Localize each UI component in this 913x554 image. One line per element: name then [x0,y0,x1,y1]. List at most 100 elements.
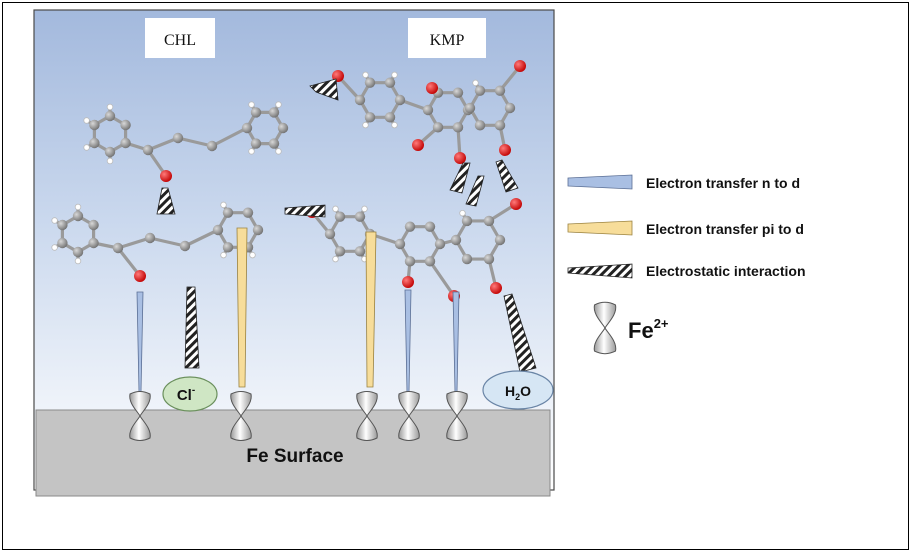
legend-electrostatic-swatch [567,263,633,279]
hydrogen-atom [459,209,466,217]
carbon-atom [404,221,416,232]
carbon-atom [354,246,366,257]
hydrogen-atom [275,101,282,108]
carbon-atom [494,120,506,131]
hydrogen-atom [83,117,90,124]
hydrogen-atom [106,103,114,111]
chloride-ion [162,376,218,412]
carbon-atom [434,238,446,250]
carbon-atom [364,112,376,123]
oxygen-atom [454,152,466,164]
hydrogen-atom [51,244,58,251]
carbon-atom [179,240,191,252]
carbon-atom [212,224,224,236]
pi-to-d-wedge-1 [236,227,248,388]
oxygen-atom [510,198,522,210]
hydrogen-atom [106,157,114,165]
carbon-atom [120,119,131,131]
bond [116,236,152,250]
bond [210,126,249,148]
oxygen-atom [412,139,424,151]
electrostatic-wedge-chl-1 [156,187,176,215]
carbon-atom [250,107,262,118]
carbon-atom [72,246,84,258]
electrostatic-wedge-kmp-2 [449,162,471,194]
carbon-atom [57,237,68,249]
carbon-atom [142,144,154,156]
bond [176,136,214,148]
fe-ion-1 [129,391,151,441]
carbon-atom [424,221,436,232]
fe-ions [129,391,468,441]
kmp-label: KMP [430,32,465,49]
oxygen-atom [160,170,172,182]
carbon-atom [72,210,84,222]
fe-surface-label: Fe Surface [246,446,343,467]
carbon-atom [483,253,495,265]
carbon-atom [364,77,376,88]
carbon-atom [89,137,100,149]
carbon-atom [222,242,234,253]
oxygen-atom [499,144,511,156]
carbon-atom [241,122,253,134]
carbon-atom [394,94,406,106]
hydrogen-atom [361,205,368,213]
oxygen-atom [514,60,526,72]
carbon-atom [452,87,464,98]
carbon-atom [112,242,124,254]
hydrogen-atom [220,201,227,209]
carbon-atom [252,224,264,236]
electrostatic-wedge-chl-2 [284,204,326,218]
carbon-atom [334,246,346,257]
hydrogen-atom [332,205,339,213]
oxygen-atom [402,276,414,288]
hydrogen-atom [362,121,369,129]
carbon-atom [432,122,444,133]
carbon-atom [384,77,396,88]
hydrogen-atom [248,148,255,155]
electrostatic-wedge-cl [184,286,200,369]
hydrogen-atom [74,203,82,211]
oxygen-atom [134,270,146,282]
carbon-atom [104,110,116,122]
electrostatic-wedge-kmp-4 [495,159,519,193]
hydrogen-atom [51,217,58,224]
pi-to-d-wedge-2 [365,231,377,388]
hydrogen-atom [332,255,339,263]
hydrogen-atom [74,257,82,265]
carbon-atom [120,137,131,149]
carbon-atom [88,237,99,249]
legend-pi-to-d-label: Electron transfer pi to d [646,221,804,237]
carbon-atom [242,207,254,218]
legend-pi-to-d-swatch [567,220,633,236]
chl-label: CHL [164,32,196,49]
carbon-atom [88,219,99,231]
fe-surface [35,409,551,497]
legend-fe-ion-label: Fe2+ [628,316,669,343]
hydrogen-atom [391,71,398,79]
hydrogen-atom [83,144,90,151]
bond [146,136,180,152]
carbon-atom [104,146,116,158]
chl-label-box [145,18,215,58]
bond [428,259,456,298]
carbon-atom [464,102,476,114]
carbon-atom [474,85,486,96]
legend-n-to-d-label: Electron transfer n to d [646,175,800,191]
carbon-atom [450,234,462,246]
oxygen-atom [426,82,438,94]
interaction-wedges [136,78,537,393]
chloride-label: Cl- [177,385,195,404]
carbon-atom [494,234,506,246]
carbon-atom [89,119,100,131]
carbon-atom [394,238,406,250]
bond [148,236,187,248]
fe-ion-3 [356,391,378,441]
legend-electrostatic-label: Electrostatic interaction [646,263,806,279]
carbon-atom [268,138,280,149]
carbon-atom [483,215,495,227]
hydrogen-atom [248,101,255,108]
carbon-atom [144,232,156,244]
carbon-atom [250,138,262,149]
